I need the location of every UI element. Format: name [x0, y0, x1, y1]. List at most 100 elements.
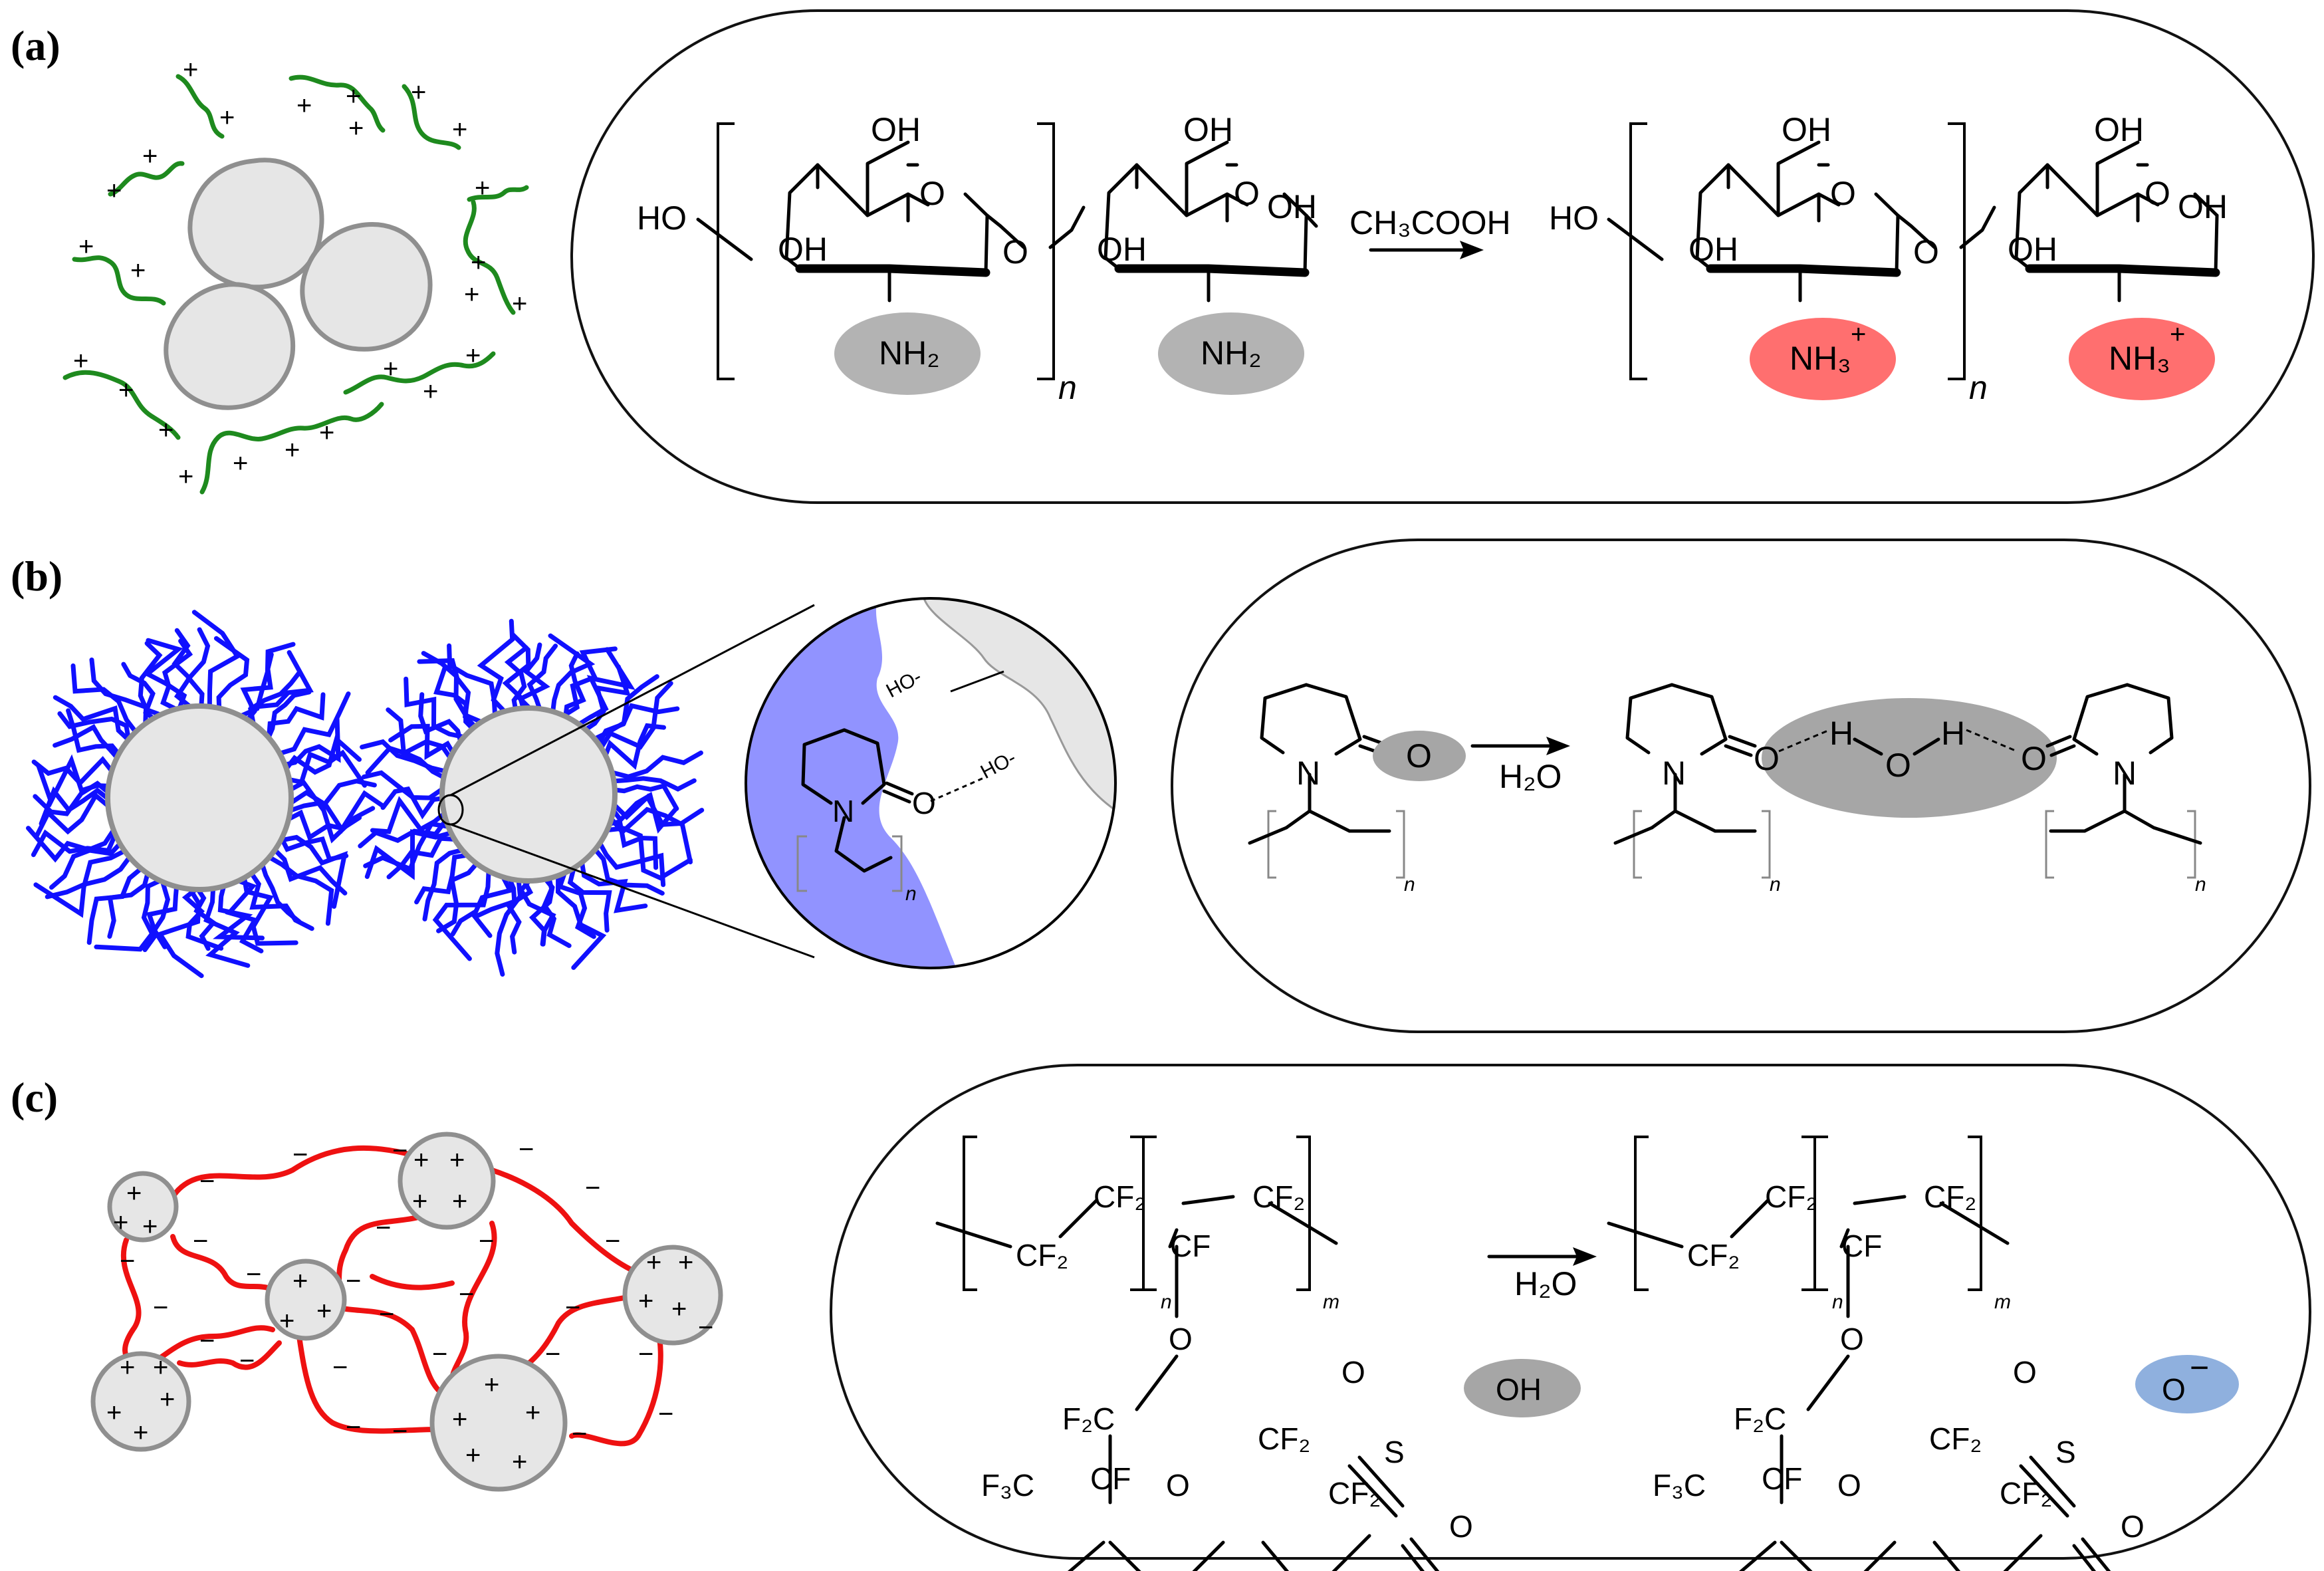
charge-plus: + [219, 103, 235, 132]
charge-plus: + [411, 78, 426, 107]
pvp-chain [421, 651, 489, 727]
pvp-chain [358, 814, 451, 848]
pvp-chain [181, 883, 224, 951]
pvp-chain [380, 786, 449, 820]
charge-minus: − [392, 1417, 407, 1446]
atom-cf2: CF₂ [1094, 1179, 1146, 1214]
pvp-chain [86, 864, 147, 945]
amine-highlight [1158, 312, 1304, 395]
pvp-chain [607, 776, 697, 792]
pvp-chain [31, 826, 120, 858]
arrowhead [1573, 1247, 1597, 1266]
particle [164, 282, 296, 410]
pvp-chain [505, 874, 534, 955]
pvp-chain [602, 818, 659, 870]
charge-minus: − [432, 1340, 447, 1369]
charge-plus: + [183, 55, 198, 84]
pvp-chain [172, 628, 197, 713]
charge-plus: + [106, 1398, 122, 1427]
charge-plus: + [285, 435, 300, 465]
zoom-circle [745, 597, 1117, 969]
charge-plus: + [296, 91, 312, 120]
atom-nh3: NH₃ [1790, 340, 1851, 377]
charge-minus: − [459, 1280, 474, 1309]
charge-minus: − [199, 1167, 215, 1196]
charge-minus: − [246, 1260, 261, 1289]
atom-oh: OH [2008, 231, 2057, 268]
atom-cf2: CF₂ [1328, 1476, 1381, 1511]
atom-nh2: NH₂ [1201, 334, 1262, 372]
pvp-chain [53, 695, 134, 745]
atom-cf3: F₃C [1653, 1468, 1706, 1503]
particle [398, 1132, 496, 1230]
pvp-chain [241, 871, 298, 946]
atom-cf2: CF₂ [1929, 1421, 1982, 1456]
nafion-chain [370, 1274, 455, 1290]
atom-cf2: CF₂ [1016, 1238, 1068, 1272]
charge-minus: − [153, 1293, 168, 1322]
atom-n: N [2113, 755, 2137, 792]
pvp-chain [432, 864, 491, 961]
pvp-chain [526, 644, 558, 715]
sulfonate-highlight [2135, 1355, 2239, 1413]
atom-cf: CF [1762, 1461, 1802, 1496]
repeat-n: n [1832, 1291, 1843, 1313]
atom-o: O [2013, 1355, 2037, 1390]
atom-cf: CF [1170, 1229, 1211, 1263]
atom-n: N [832, 794, 854, 828]
charge-plus: + [2170, 320, 2185, 349]
nafion-chain [170, 1145, 421, 1199]
atom-oh: OH [1097, 231, 1147, 268]
carbonyl-highlight [1373, 731, 1466, 781]
charge-plus: + [118, 376, 134, 405]
pvp-chain [45, 851, 134, 900]
particle [439, 705, 618, 884]
charge-plus: + [73, 346, 88, 376]
chitosan-chain [463, 185, 529, 315]
charge-minus: − [379, 1300, 394, 1329]
pvp-chain [362, 770, 449, 800]
charge-plus: + [126, 1179, 142, 1208]
charge-minus: − [376, 1213, 391, 1243]
atom-o: O [1754, 740, 1780, 777]
atom-oh: OH [2094, 111, 2144, 148]
pvp-chain [360, 739, 452, 775]
charge-plus: + [78, 232, 94, 261]
charge-minus: − [585, 1173, 600, 1203]
charge-plus: + [465, 1441, 481, 1470]
amine-highlight [834, 312, 981, 395]
pvp-chains [26, 610, 386, 979]
atom-o: O [1166, 1468, 1190, 1503]
pvp-chain [141, 876, 168, 953]
pvp-chain [57, 711, 132, 747]
nafion-chain [177, 1340, 282, 1370]
charge-plus: + [412, 1187, 427, 1216]
atom-cf2: CF₂ [2000, 1476, 2052, 1511]
charge-plus: + [638, 1286, 653, 1316]
charge-minus: − [193, 1227, 208, 1256]
charge-plus: + [346, 82, 361, 111]
pvp-chain [495, 874, 523, 977]
reagent-water: H₂O [1514, 1265, 1577, 1302]
nafion-chain [489, 1167, 634, 1272]
atom-o: O [1169, 1322, 1193, 1356]
arrowhead [1460, 241, 1484, 259]
atom-oh: OH [1782, 111, 1831, 148]
nafion-chain [316, 1300, 448, 1399]
atom-o-minus: O [2162, 1372, 2186, 1407]
pvp-chain [94, 874, 171, 952]
pvp-chain [580, 664, 631, 735]
panel-label-c: (c) [11, 1074, 58, 1121]
panel-b-box [1171, 539, 2311, 1033]
repeat-m: m [1323, 1291, 1339, 1313]
pvp-chains [358, 618, 705, 977]
atom-o: O [1002, 233, 1028, 271]
nafion-chain [569, 1327, 663, 1447]
atom-nh2: NH₂ [879, 334, 940, 372]
repeat-n: n [1161, 1291, 1172, 1313]
nafion-chain [296, 1334, 441, 1434]
repeat-n: n [905, 883, 917, 905]
pvp-chain [273, 691, 351, 757]
pvp-chain [281, 735, 362, 775]
pvp-chain [156, 882, 204, 979]
